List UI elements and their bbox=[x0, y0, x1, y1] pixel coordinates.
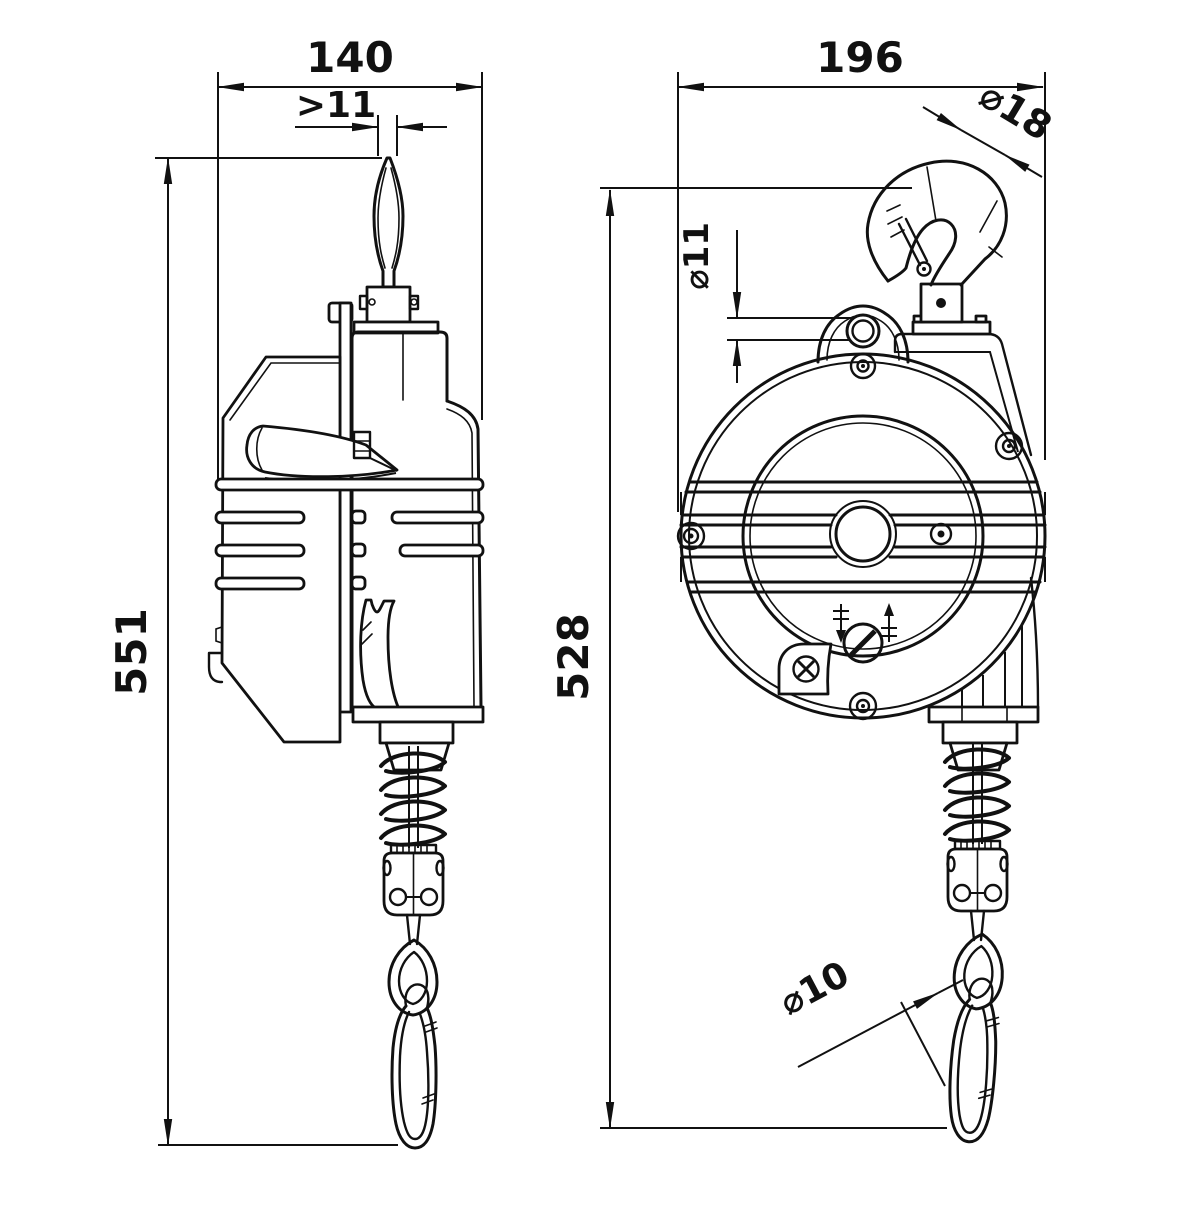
tension-adjust-screw bbox=[833, 603, 897, 664]
dim-top-hook-dia: ⌀18 bbox=[972, 72, 1060, 149]
thimble-carabiner-assembly bbox=[387, 938, 439, 1150]
dimensions-side-view: 140 >11 551 bbox=[107, 33, 483, 1146]
outlet-block-side bbox=[378, 720, 455, 745]
swivel-base-plate-front bbox=[911, 320, 992, 336]
center-hole bbox=[834, 505, 892, 563]
safety-latch bbox=[897, 217, 929, 267]
phillips-screw bbox=[792, 655, 820, 683]
carabiner bbox=[390, 1004, 438, 1150]
dim-side-height: 551 bbox=[107, 608, 156, 696]
bottom-flange-side bbox=[351, 705, 485, 724]
rim-screw-upper-right bbox=[994, 431, 1024, 461]
carabiner-link bbox=[404, 983, 430, 1010]
fin bbox=[214, 477, 485, 492]
dim-front-height: 528 bbox=[549, 613, 598, 701]
upper-housing-side bbox=[350, 330, 449, 479]
outlet-block-front bbox=[941, 720, 1019, 745]
fin bbox=[398, 543, 485, 558]
rim-screw-top bbox=[849, 352, 877, 380]
drum-fins bbox=[679, 480, 1047, 594]
dim-lug-hole-dia: ⌀11 bbox=[677, 222, 717, 290]
side-view bbox=[207, 156, 485, 1150]
fin bbox=[214, 543, 306, 558]
drum-inner bbox=[741, 414, 985, 658]
rim-screw-bottom bbox=[848, 691, 878, 721]
bottom-flange-front bbox=[927, 705, 1040, 724]
outlet-cone-front bbox=[948, 741, 1009, 772]
top-hook bbox=[865, 159, 1008, 287]
fin bbox=[390, 510, 485, 525]
bell-housing-side bbox=[445, 399, 483, 709]
cover-foot bbox=[207, 651, 224, 684]
fin bbox=[214, 510, 306, 525]
dim-bottom-hook-dia: ⌀10 bbox=[773, 954, 856, 1024]
mounting-plate-edge bbox=[338, 301, 353, 714]
fin bbox=[214, 576, 306, 591]
handle-side bbox=[245, 424, 399, 479]
rim-screw-left bbox=[676, 521, 706, 551]
dim-side-width: 140 bbox=[306, 33, 394, 82]
suspension-lug bbox=[816, 304, 910, 364]
thimble bbox=[387, 938, 439, 1017]
dim-front-width: 196 bbox=[816, 33, 904, 82]
cable-spring-clamp-assembly bbox=[379, 746, 447, 946]
cable-guide-horn bbox=[359, 598, 401, 711]
front-view bbox=[676, 159, 1047, 1145]
dim-hook-gap: >11 bbox=[296, 85, 376, 126]
